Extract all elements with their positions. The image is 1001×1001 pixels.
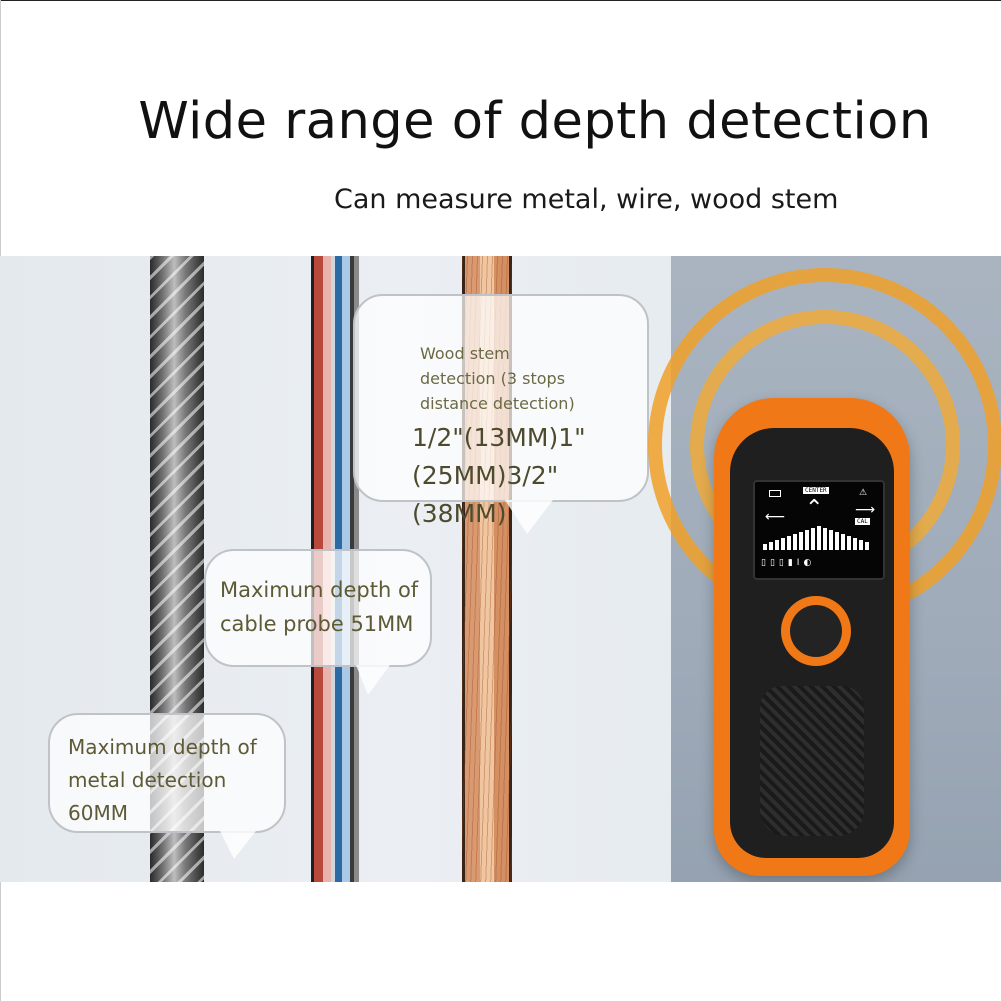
warning-icon: ⚠ <box>859 488 868 498</box>
metal-depth-bubble: Maximum depth of metal detection 60MM <box>48 713 286 859</box>
bubble-tail <box>356 665 390 695</box>
metal-text-line: 60MM <box>68 801 128 825</box>
wood-detection-values: 1/2"(13MM)1" (25MM)3/2" (38MM) <box>412 419 652 533</box>
wood-caption-line: detection (3 stops <box>420 369 566 388</box>
wood-caption-line: Wood stem <box>420 344 510 363</box>
signal-bars-icon <box>763 526 875 550</box>
wood-value-line: 1/2"(13MM)1" <box>412 423 586 452</box>
top-border <box>0 0 1001 1</box>
wall-scene: Wood stem detection (3 stops distance de… <box>0 256 1001 882</box>
battery-icon <box>769 490 781 497</box>
cable-depth-bubble: Maximum depth of cable probe 51MM <box>204 549 432 695</box>
wood-detection-caption: Wood stem detection (3 stops distance de… <box>420 341 620 416</box>
wood-caption-line: distance detection) <box>420 394 575 413</box>
bubble-tail <box>220 831 256 859</box>
screen-cal-label: CAL <box>855 518 870 525</box>
wood-detection-bubble: Wood stem detection (3 stops distance de… <box>353 294 649 534</box>
metal-depth-text: Maximum depth of metal detection 60MM <box>68 731 278 830</box>
screen-center-label: CENTER <box>803 487 829 494</box>
bubble-tail <box>505 500 553 534</box>
mode-icons: ▯▯▯▮I◐ <box>761 558 816 568</box>
device-body: CENTER ⚠ ⟵ ⟶ ⌃ CAL ▯▯▯▮I◐ <box>730 428 894 858</box>
metal-text-line: Maximum depth of <box>68 735 257 759</box>
power-button-core[interactable] <box>790 605 842 657</box>
device-screen: CENTER ⚠ ⟵ ⟶ ⌃ CAL ▯▯▯▮I◐ <box>753 480 885 580</box>
cable-text-line: Maximum depth of <box>220 578 419 602</box>
wood-value-line: (25MM)3/2" <box>412 461 559 490</box>
cable-text-line: cable probe 51MM <box>220 612 414 636</box>
stud-detector-device: CENTER ⚠ ⟵ ⟶ ⌃ CAL ▯▯▯▮I◐ <box>714 398 910 876</box>
device-grip <box>760 686 864 836</box>
subheadline: Can measure metal, wire, wood stem <box>334 184 839 215</box>
wood-value-line: (38MM) <box>412 499 507 528</box>
metal-text-line: metal detection <box>68 768 227 792</box>
right-arrow-icon: ⟶ <box>855 502 876 518</box>
cable-depth-text: Maximum depth of cable probe 51MM <box>220 573 430 641</box>
center-chevron-icon: ⌃ <box>805 496 824 521</box>
left-arrow-icon: ⟵ <box>765 509 786 525</box>
headline: Wide range of depth detection <box>138 92 932 151</box>
power-button[interactable] <box>781 596 851 666</box>
